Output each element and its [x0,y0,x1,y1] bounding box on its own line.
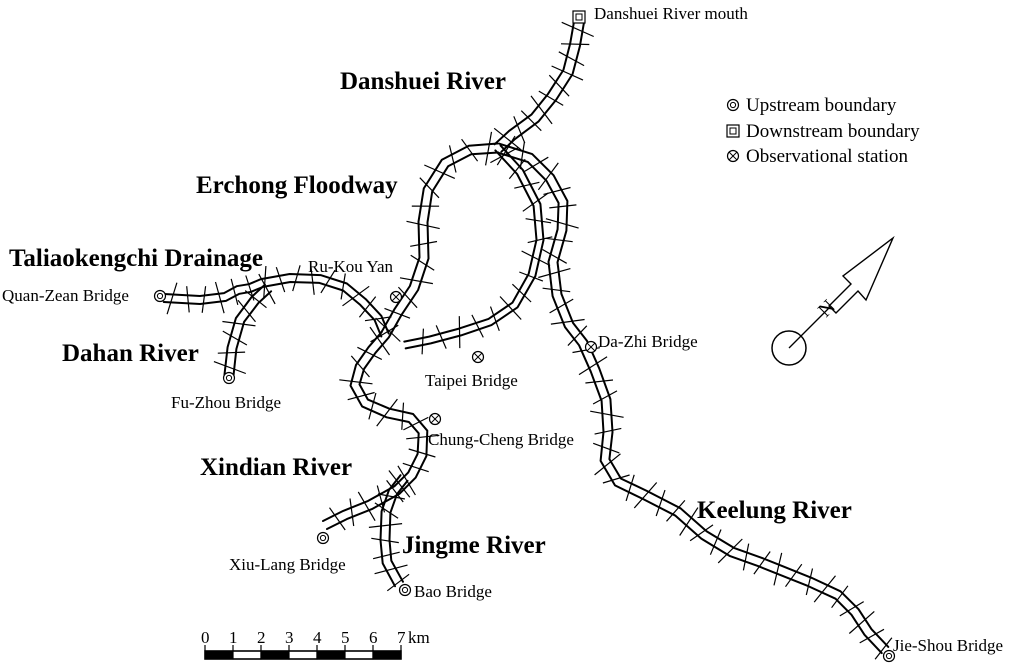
scale-segment [204,650,234,660]
da-zhi-bridge-station-icon[interactable] [584,340,598,354]
jie-shou-bridge-label: Jie-Shou Bridge [893,636,1003,655]
scale-tick-label: 6 [369,628,378,647]
quan-zean-upstream-icon[interactable] [153,289,167,303]
scale-segment [232,650,262,660]
scale-segment [260,650,290,660]
danshuei-mouth-label: Danshuei River mouth [594,4,748,23]
north-arrow-head [828,235,895,314]
scale-segment [288,650,318,660]
chung-cheng-bridge-station-icon[interactable] [428,412,442,426]
danshuei-river-label: Danshuei River [340,68,506,95]
scale-tick-label: 4 [313,628,322,647]
channel-xindian [322,326,440,531]
scale-tick-label: 3 [285,628,294,647]
north-arrow: N [771,235,895,366]
legend-upstream-label: Upstream boundary [746,95,897,116]
erchong-floodway-label: Erchong Floodway [196,172,398,199]
fu-zhou-upstream-icon[interactable] [222,371,236,385]
taipei-bridge-label: Taipei Bridge [425,371,518,390]
bao-upstream-icon[interactable] [398,583,412,597]
north-arrow-circle [771,330,807,366]
dahan-river-label: Dahan River [62,340,199,367]
downstream-boundary-icon [726,124,740,138]
xiu-lang-bridge-label: Xiu-Lang Bridge [229,555,346,574]
bao-bridge-label: Bao Bridge [414,582,492,601]
channel-jingme [368,470,411,592]
channel-erchongInner [403,144,553,355]
da-zhi-bridge-label: Da-Zhi Bridge [598,332,698,351]
scale-tick-label: 5 [341,628,350,647]
scale-tick-label: 7 [397,628,406,647]
channel-erchong [375,131,500,342]
scale-outline [204,650,402,660]
jingme-river-label: Jingme River [402,532,546,559]
ru-kou-yan-label: Ru-Kou Yan [308,257,394,276]
legend-downstream-label: Downstream boundary [746,121,920,142]
legend-observational-label: Observational station [746,146,908,167]
quan-zean-bridge-label: Quan-Zean Bridge [2,286,129,305]
scale-segment [344,650,374,660]
xindian-river-label: Xindian River [200,454,352,481]
scale-segment [372,650,402,660]
channel-taliao [162,262,399,343]
scale-unit-label: km [408,628,430,647]
xiu-lang-upstream-icon[interactable] [316,531,330,545]
observational-station-icon [726,149,740,163]
fu-zhou-bridge-label: Fu-Zhou Bridge [171,393,281,412]
scale-tick-label: 0 [201,628,210,647]
taipei-bridge-station-icon[interactable] [471,350,485,364]
scale-tick-label: 1 [229,628,238,647]
chung-cheng-bridge-label: Chung-Cheng Bridge [428,430,574,449]
scale-tick-label: 2 [257,628,266,647]
legend: Upstream boundary Downstream boundary Ob… [726,95,920,167]
upstream-boundary-icon [726,98,740,112]
ru-kou-yan-station-icon[interactable] [389,290,403,304]
taliaokengchi-drainage-label: Taliaokengchi Drainage [9,245,263,272]
danshuei-mouth-downstream-icon[interactable] [572,10,586,24]
channel-dahan [213,273,276,377]
keelung-river-label: Keelung River [697,497,852,524]
channel-keelung [495,135,893,660]
channel-danshuei [493,20,594,153]
scale-segment [316,650,346,660]
